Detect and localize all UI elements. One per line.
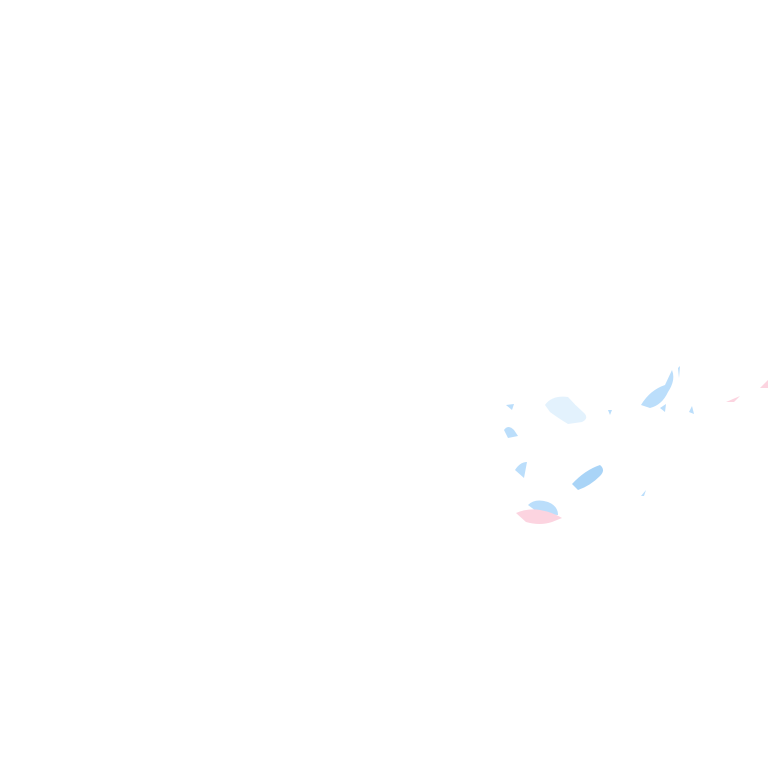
mix-cell [516,509,562,524]
snow-cell [608,410,612,415]
snow-cell [506,404,514,410]
snow-cell [689,406,694,414]
snow-cell [528,500,558,515]
snow-cell [504,427,518,438]
snow-cell [641,490,646,496]
snow-cell [660,404,666,412]
snow-cell [572,465,603,490]
snow-cell [641,370,674,408]
snow-cell [678,366,680,378]
precipitation-layer [504,366,768,524]
mix-cell [726,396,740,402]
mix-cell [760,380,768,388]
snow-cell [515,462,527,478]
snow-cell [545,396,587,424]
